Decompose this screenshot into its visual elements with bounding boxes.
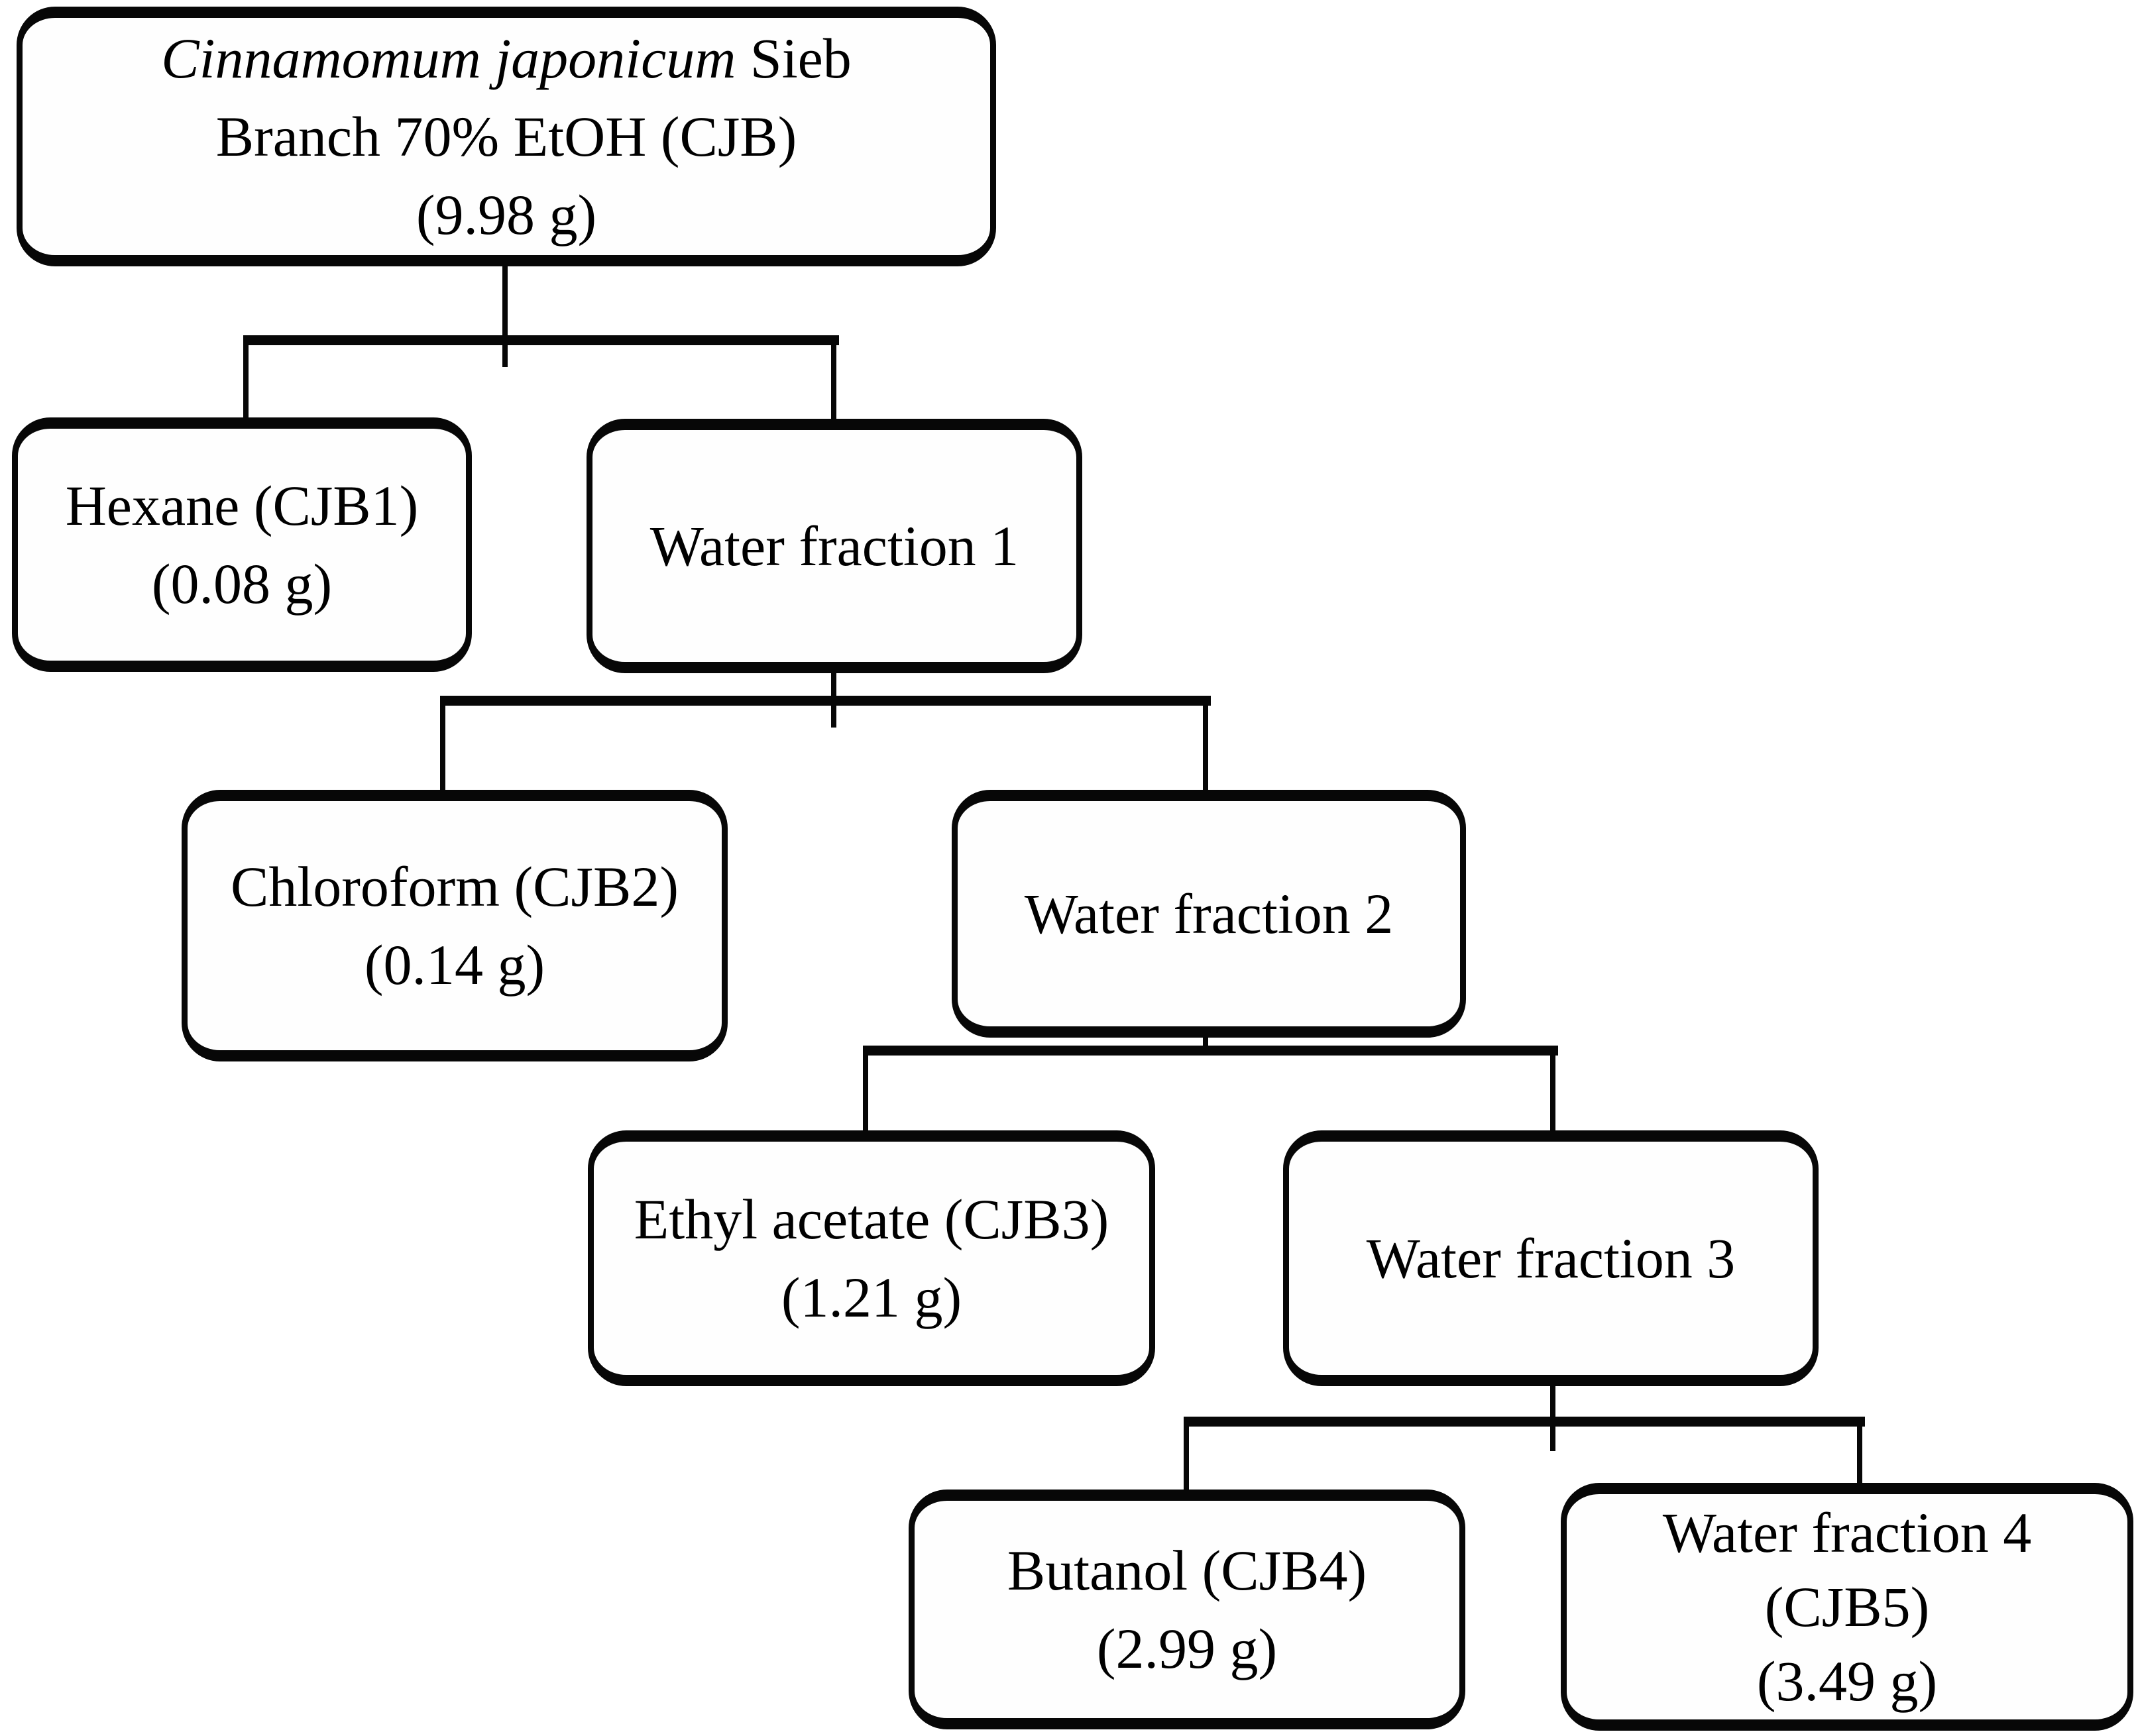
connector-wf3-drop	[1550, 1046, 1555, 1133]
node-subtitle-line: Branch 70% EtOH (CJB)	[215, 105, 797, 168]
connector-level1-bar	[243, 335, 839, 345]
node-water-fraction-4-cjb5: Water fraction 4 (CJB5) (3.49 g)	[1561, 1483, 2133, 1731]
connector-butanol-drop	[1184, 1417, 1189, 1492]
node-water-fraction-3: Water fraction 3	[1283, 1130, 1819, 1386]
connector-wf2-drop	[1203, 696, 1208, 792]
connector-wf1-drop	[831, 335, 836, 421]
node-title-line: Water fraction 2	[1024, 882, 1394, 946]
connector-cjb-stem	[502, 264, 508, 342]
connector-wf1-stem	[831, 671, 836, 702]
connector-ethyl-acetate-drop	[863, 1046, 868, 1133]
node-weight-line: (1.21 g)	[781, 1266, 962, 1329]
connector-level2-bar	[440, 696, 1211, 706]
node-title-line: Hexane (CJB1)	[65, 474, 419, 537]
connector-wf4-drop	[1857, 1417, 1862, 1486]
node-hexane-cjb1: Hexane (CJB1) (0.08 g)	[12, 417, 472, 672]
node-code-line: (CJB5)	[1764, 1575, 1930, 1639]
node-weight-line: (2.99 g)	[1096, 1617, 1278, 1680]
node-weight-line: (9.98 g)	[416, 183, 597, 246]
node-title-line: Water fraction 3	[1366, 1226, 1736, 1290]
node-title-line: Butanol (CJB4)	[1007, 1539, 1367, 1602]
connector-wf2-stem	[1203, 1035, 1208, 1054]
connector-level1-junction-stub	[502, 335, 508, 367]
connector-wf3-stem	[1550, 1383, 1555, 1425]
connector-level4-bar	[1184, 1417, 1865, 1427]
node-water-fraction-2: Water fraction 2	[952, 790, 1466, 1038]
connector-chloroform-drop	[440, 696, 445, 792]
connector-level2-junction-stub	[831, 696, 836, 728]
node-weight-line: (3.49 g)	[1756, 1649, 1938, 1713]
node-butanol-cjb4: Butanol (CJB4) (2.99 g)	[909, 1490, 1465, 1729]
node-water-fraction-1: Water fraction 1	[587, 419, 1082, 673]
species-name-suffix: Sieb	[736, 27, 852, 90]
node-title-line: Water fraction 1	[649, 514, 1019, 578]
connector-level4-junction-stub	[1550, 1417, 1555, 1451]
node-title-line: Chloroform (CJB2)	[230, 855, 679, 918]
connector-hexane-drop	[243, 335, 249, 420]
node-title-line: Ethyl acetate (CJB3)	[634, 1187, 1109, 1251]
species-name-italic: Cinnamomum japonicum	[161, 27, 736, 90]
node-ethyl-acetate-cjb3: Ethyl acetate (CJB3) (1.21 g)	[588, 1130, 1155, 1386]
node-weight-line: (0.08 g)	[151, 552, 333, 616]
node-title-line: Water fraction 4	[1662, 1501, 2032, 1564]
node-cjb-ethanol-extract: Cinnamomum japonicum Sieb Branch 70% EtO…	[17, 7, 996, 266]
node-title-line: Cinnamomum japonicum Sieb	[161, 19, 852, 97]
node-chloroform-cjb2: Chloroform (CJB2) (0.14 g)	[182, 790, 728, 1061]
node-weight-line: (0.14 g)	[364, 933, 545, 997]
connector-level3-bar	[863, 1046, 1558, 1056]
